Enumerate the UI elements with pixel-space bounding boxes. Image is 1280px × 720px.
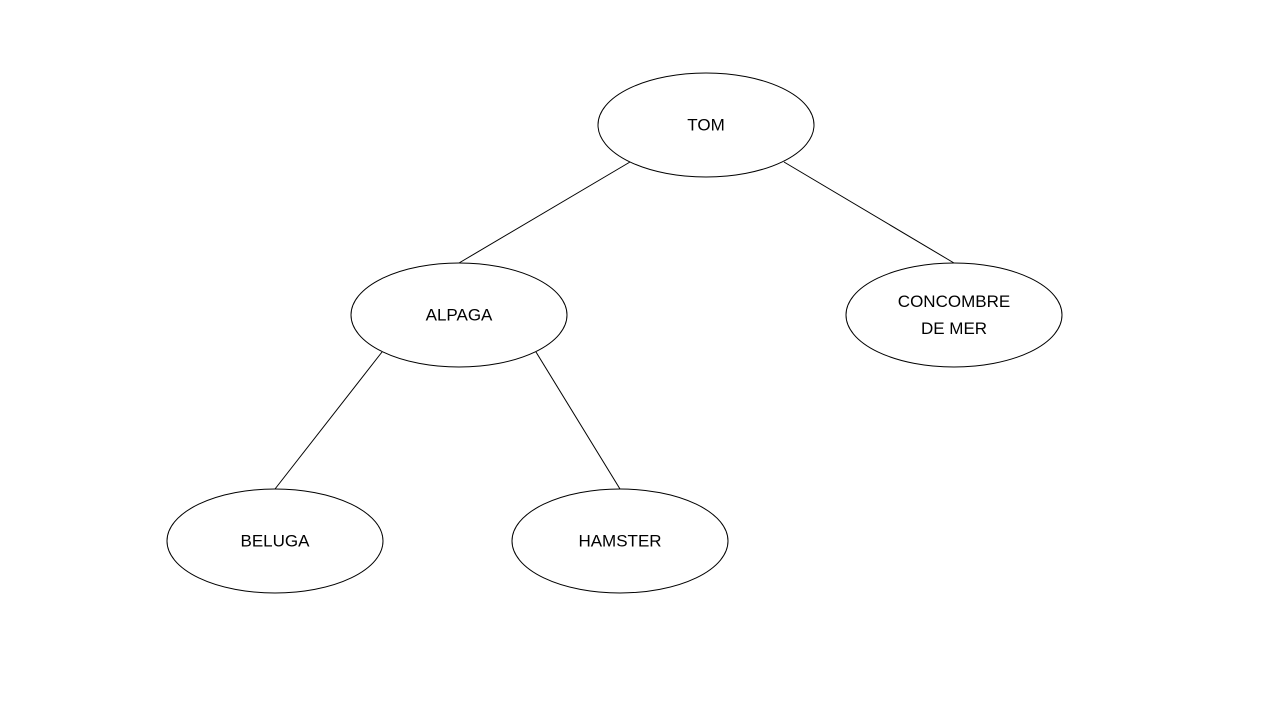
node-ellipse-hamster — [511, 488, 729, 594]
node-beluga: BELUGA — [166, 488, 384, 594]
edge-tom-concombre — [783, 161, 955, 264]
node-ellipse-beluga — [166, 488, 384, 594]
node-label-beluga: BELUGA — [241, 532, 311, 551]
node-tom: TOM — [597, 72, 815, 178]
edge-alpaga-hamster — [535, 351, 621, 490]
node-alpaga: ALPAGA — [350, 262, 568, 368]
node-ellipse-alpaga — [350, 262, 568, 368]
node-label-alpaga: ALPAGA — [426, 306, 493, 325]
edge-alpaga-beluga — [274, 351, 383, 490]
node-concombre: CONCOMBRE DE MER — [845, 262, 1063, 368]
node-label-hamster: HAMSTER — [578, 532, 661, 551]
node-label-tom: TOM — [687, 116, 724, 135]
node-hamster: HAMSTER — [511, 488, 729, 594]
edge-tom-alpaga — [458, 161, 631, 264]
node-label-concombre-line-2: DE MER — [921, 319, 987, 338]
node-label-concombre-line-1: CONCOMBRE — [898, 292, 1010, 311]
node-ellipse-concombre — [845, 262, 1063, 368]
nodes-layer: TOM ALPAGA CONCOMBRE DE MER BELUGA HAMSTER — [166, 72, 1063, 594]
edges-layer — [274, 161, 955, 490]
node-ellipse-tom — [597, 72, 815, 178]
